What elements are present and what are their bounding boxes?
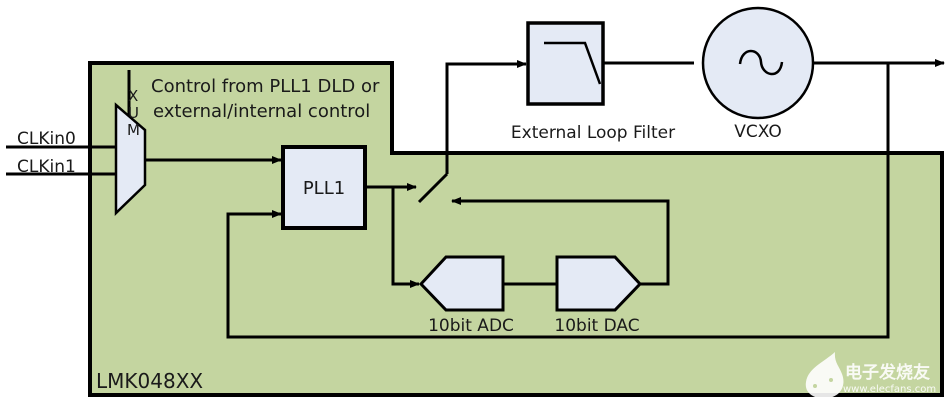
clkin1-label: CLKin1 <box>17 157 76 177</box>
loop-filter-label: External Loop Filter <box>511 123 675 143</box>
adc-label: 10bit ADC <box>428 316 514 336</box>
vcxo-label: VCXO <box>734 122 781 142</box>
dac-label: 10bit DAC <box>554 316 639 336</box>
switch-blade <box>417 172 449 204</box>
control-note-line1: Control from PLL1 DLD or <box>151 76 380 97</box>
pll1-to-adc-line <box>391 187 420 288</box>
control-note-line2: external/internal control <box>153 101 370 122</box>
switch-to-loop-filter-line <box>445 60 527 174</box>
chip-label: LMK048XX <box>96 369 203 393</box>
clkin0-label: CLKin0 <box>17 129 76 149</box>
elecfans-watermark: 电子发烧友 www.elecfans.com <box>805 352 936 399</box>
mux-letter-m: M <box>127 121 140 139</box>
mux-letter-x: X <box>128 87 138 105</box>
mux-block <box>114 102 147 216</box>
sine-wave-icon-stroke <box>738 49 784 76</box>
watermark-cn-text: 电子发烧友 <box>845 362 930 383</box>
lowpass-icon <box>544 41 602 85</box>
feedback-line <box>226 63 890 339</box>
dac-block <box>555 255 643 312</box>
loop-filter-block <box>526 21 605 106</box>
mux-letter-u: U <box>128 104 139 122</box>
dac-to-switch-line <box>451 197 670 286</box>
watermark-url: www.elecfans.com <box>843 384 936 395</box>
pll1-label: PLL1 <box>303 178 345 199</box>
vcxo-block <box>701 6 815 120</box>
